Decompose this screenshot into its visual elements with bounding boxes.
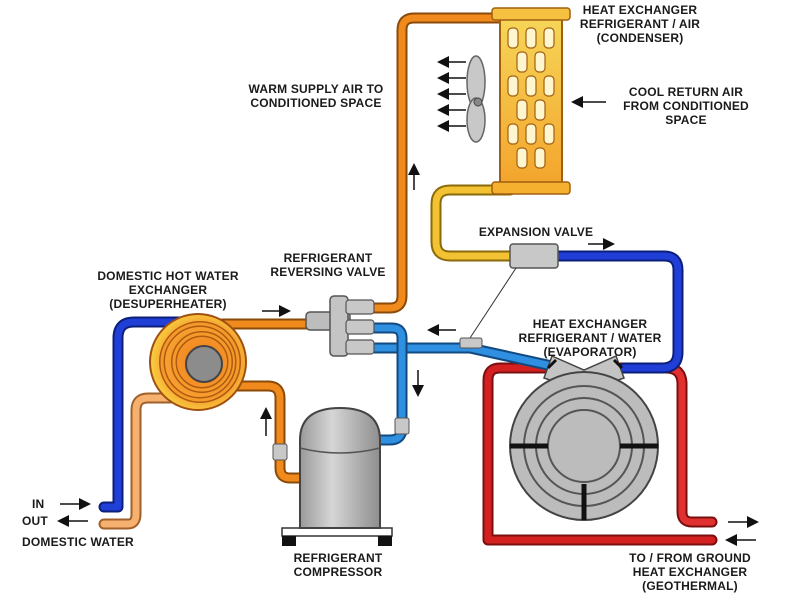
svg-text:HEAT EXCHANGER: HEAT EXCHANGER (633, 565, 748, 579)
fan-icon (466, 55, 486, 143)
label-domestic-water: DOMESTIC WATER (22, 535, 134, 549)
svg-text:FROM CONDITIONED: FROM CONDITIONED (623, 99, 749, 113)
condenser-heat-exchanger (491, 7, 571, 195)
svg-text:WARM SUPPLY AIR TO: WARM SUPPLY AIR TO (249, 82, 384, 96)
label-ground-exchanger: TO / FROM GROUND HEAT EXCHANGER (GEOTHER… (629, 551, 751, 593)
svg-text:COMPRESSOR: COMPRESSOR (294, 565, 383, 579)
reversing-valve (305, 295, 375, 357)
svg-text:COOL RETURN AIR: COOL RETURN AIR (629, 85, 743, 99)
label-compressor: REFRIGERANT COMPRESSOR (294, 551, 383, 579)
cold-refrigerant-line (550, 250, 684, 374)
liquid-refrigerant-line (430, 184, 518, 262)
label-warm-supply-air: WARM SUPPLY AIR TO CONDITIONED SPACE (249, 82, 384, 110)
label-condenser: HEAT EXCHANGER REFRIGERANT / AIR (CONDEN… (580, 3, 700, 45)
svg-text:REFRIGERANT: REFRIGERANT (284, 251, 373, 265)
svg-text:DOMESTIC HOT WATER: DOMESTIC HOT WATER (97, 269, 239, 283)
svg-text:(GEOTHERMAL): (GEOTHERMAL) (642, 579, 738, 593)
svg-text:EXCHANGER: EXCHANGER (129, 283, 208, 297)
svg-text:REFRIGERANT / WATER: REFRIGERANT / WATER (519, 331, 662, 345)
svg-text:(CONDENSER): (CONDENSER) (597, 31, 684, 45)
svg-text:REFRIGERANT: REFRIGERANT (294, 551, 383, 565)
compressor (281, 406, 393, 546)
flow-arrows (57, 56, 759, 546)
label-evaporator: HEAT EXCHANGER REFRIGERANT / WATER (EVAP… (519, 317, 662, 359)
label-cool-return-air: COOL RETURN AIR FROM CONDITIONED SPACE (623, 85, 749, 127)
hot-refrigerant-lines (208, 12, 506, 484)
svg-text:HEAT EXCHANGER: HEAT EXCHANGER (533, 317, 648, 331)
svg-text:(EVAPORATOR): (EVAPORATOR) (543, 345, 636, 359)
label-water-in: IN (32, 497, 44, 511)
evaporator-heat-exchanger (509, 354, 659, 521)
svg-text:REFRIGERANT / AIR: REFRIGERANT / AIR (580, 17, 700, 31)
desuperheater-exchanger (149, 313, 247, 411)
label-water-out: OUT (22, 514, 48, 528)
svg-text:CONDITIONED SPACE: CONDITIONED SPACE (250, 96, 381, 110)
label-expansion-valve: EXPANSION VALVE (479, 225, 593, 239)
expansion-valve (459, 243, 559, 349)
domestic-water-piping (98, 316, 186, 530)
svg-text:SPACE: SPACE (665, 113, 706, 127)
svg-text:REVERSING VALVE: REVERSING VALVE (270, 265, 385, 279)
label-reversing-valve: REFRIGERANT REVERSING VALVE (270, 251, 385, 279)
svg-text:HEAT EXCHANGER: HEAT EXCHANGER (583, 3, 698, 17)
label-desuperheater: DOMESTIC HOT WATER EXCHANGER (DESUPERHEA… (97, 269, 239, 311)
svg-text:TO / FROM GROUND: TO / FROM GROUND (629, 551, 751, 565)
svg-text:(DESUPERHEATER): (DESUPERHEATER) (109, 297, 226, 311)
